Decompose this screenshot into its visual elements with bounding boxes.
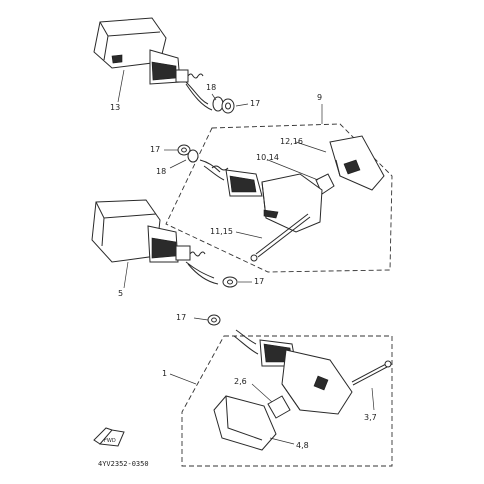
callout-5: 5 [118,289,123,298]
screw-3-7 [351,360,392,386]
callout-10-14: 10,14 [256,153,279,162]
nut-17a [221,98,235,114]
turn-signal-assembly-13 [93,17,213,111]
front-mark-text: FWD [104,438,116,444]
callout-13: 13 [110,103,120,112]
callout-18a: 18 [206,83,216,92]
callout-3-7: 3,7 [364,413,377,422]
turn-signal-body-9 [199,159,323,233]
callout-17b: 17 [150,145,160,154]
washer-18b [187,149,199,163]
callout-12-16: 12,16 [280,137,303,146]
nut-17d [207,314,221,326]
callout-18b: 18 [156,167,166,176]
washer-18a [212,96,224,112]
diagram-code: 4YV2352-0350 [98,460,149,468]
callout-11-15: 11,15 [210,227,233,236]
callout-9: 9 [317,93,322,102]
callout-17d: 17 [176,313,186,322]
turn-signal-body-1 [233,329,353,415]
bulb-2-6 [267,395,291,419]
front-direction-arrow-icon: FWD [93,427,125,447]
leader-lines [117,69,375,445]
assembly-1-boundary [181,335,393,467]
lens-4-8 [213,395,277,451]
screw-11-15 [250,213,311,262]
callout-2-6: 2,6 [234,377,247,386]
callout-17c: 17 [254,277,264,286]
callout-17a: 17 [250,99,260,108]
callout-4-8: 4,8 [296,441,309,450]
turn-signal-assembly-5 [91,199,219,285]
nut-17b [177,144,191,156]
lens-12-16 [329,135,385,191]
callout-1: 1 [162,369,167,378]
nut-17c [222,276,238,288]
assembly-9-boundary [165,123,393,273]
